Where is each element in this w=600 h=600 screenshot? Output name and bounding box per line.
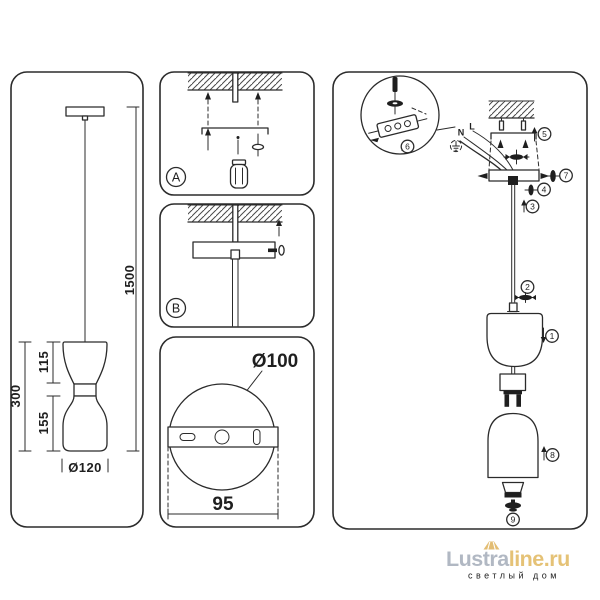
dimension-panel: 1500 115 155 300 Ø120 — [8, 71, 144, 528]
svg-text:6: 6 — [405, 142, 410, 152]
up-arrow-right — [522, 139, 529, 148]
callout-1: 1 — [540, 327, 559, 343]
svg-text:5: 5 — [542, 129, 547, 139]
up-arrow-left — [497, 139, 504, 148]
dim-top-shade-label: 115 — [36, 351, 51, 373]
threaded-rod — [232, 204, 239, 243]
slide-arrow-left — [477, 173, 488, 179]
svg-text:1: 1 — [550, 331, 555, 341]
top-shade — [486, 312, 544, 368]
bubble-leader-line — [436, 126, 456, 131]
wire-neutral-label: N — [458, 128, 465, 138]
terminal-block-icon — [368, 114, 428, 138]
terminal-detail-bubble: 6 — [360, 75, 440, 155]
slot-hole-left — [179, 433, 196, 441]
callout-6: 6 — [400, 139, 415, 154]
guide-line-left — [488, 140, 492, 170]
washer-icon — [387, 100, 403, 115]
ceiling-screws — [498, 117, 527, 131]
svg-text:9: 9 — [511, 515, 516, 525]
threaded-rod — [232, 72, 239, 103]
hole-spacing-label: 95 — [212, 494, 234, 515]
step-a-panel: A — [159, 71, 315, 196]
shade-waist — [73, 383, 97, 397]
step-a-badge: A — [165, 166, 187, 188]
dim-diameter-label: Ø120 — [68, 460, 101, 475]
svg-text:8: 8 — [550, 450, 555, 460]
mounting-bracket — [201, 127, 269, 135]
guide-line — [411, 107, 427, 115]
step-b-badge: B — [165, 297, 187, 319]
callout-4: 4 — [524, 182, 551, 197]
insert-arrow-left — [370, 137, 379, 143]
brand-watermark: Lustraline.ru светлый дом — [446, 541, 570, 581]
finial-nut-icon — [505, 499, 521, 512]
chandelier-icon — [483, 541, 500, 550]
dimension-155: 155 — [36, 395, 61, 452]
wire-live-label: L — [469, 122, 475, 132]
lamp-socket — [499, 373, 527, 392]
brand-wordmark: Lustraline.ru — [446, 547, 570, 571]
screw-icon — [392, 77, 398, 101]
socket-contacts — [503, 390, 522, 407]
panel-border — [159, 71, 315, 196]
svg-text:3: 3 — [530, 202, 535, 212]
svg-text:7: 7 — [564, 171, 569, 181]
ground-icon — [449, 139, 463, 153]
panel-border — [159, 203, 315, 328]
screw-icon — [236, 136, 240, 155]
brand-secondary: line.ru — [509, 547, 570, 571]
assembly-panel: 6 N L — [332, 71, 588, 530]
leader-line — [244, 370, 263, 394]
ceiling-canopy — [65, 106, 105, 117]
slide-arrow-right — [540, 173, 550, 179]
panel-border — [10, 71, 144, 528]
step-b-label: B — [172, 302, 180, 316]
mounting-bar — [167, 426, 279, 448]
wall-plug-icon — [229, 159, 249, 189]
cord-grip — [81, 115, 89, 121]
ceiling-hatch — [488, 100, 535, 119]
svg-text:2: 2 — [525, 282, 530, 292]
cord-connector — [507, 302, 520, 313]
callout-2: 2 — [515, 280, 536, 303]
svg-text:4: 4 — [542, 185, 547, 195]
rod-nut — [230, 249, 241, 260]
bulb-base — [501, 481, 525, 498]
step-a-label: A — [172, 171, 181, 185]
brand-tagline: светлый дом — [468, 571, 560, 581]
callout-5: 5 — [531, 127, 552, 142]
pendant-lamp-drawing — [62, 106, 108, 452]
dimension-115: 115 — [36, 341, 61, 384]
brand-primary: Lustra — [446, 547, 510, 571]
side-screw-icon — [268, 219, 285, 256]
ceiling-plate-panel: Ø100 95 — [159, 336, 315, 528]
dim-bottom-shade-label: 155 — [36, 412, 51, 435]
center-hole — [214, 429, 230, 445]
bottom-shade — [487, 412, 539, 479]
dimension-300: 300 — [8, 341, 32, 452]
callout-9: 9 — [506, 512, 520, 527]
callout-3: 3 — [521, 199, 540, 214]
dimension-diameter-120: Ø120 — [61, 458, 109, 475]
plate-diameter-label: Ø100 — [252, 351, 298, 372]
step-b-panel: B — [159, 203, 315, 328]
wing-screw-icon — [503, 149, 530, 165]
cord-lock — [508, 176, 518, 185]
slot-hole-right — [253, 429, 261, 445]
guide-line-right — [535, 140, 540, 170]
dim-drop-label: 1500 — [122, 265, 137, 296]
dim-height-label: 300 — [8, 385, 23, 408]
callout-7: 7 — [545, 168, 573, 183]
dimension-95: 95 — [167, 446, 279, 520]
washer-icon — [251, 143, 265, 151]
mounting-bracket — [490, 132, 537, 140]
bottom-shade — [62, 395, 108, 452]
callout-8: 8 — [541, 446, 560, 462]
dimension-1500: 1500 — [122, 106, 140, 452]
